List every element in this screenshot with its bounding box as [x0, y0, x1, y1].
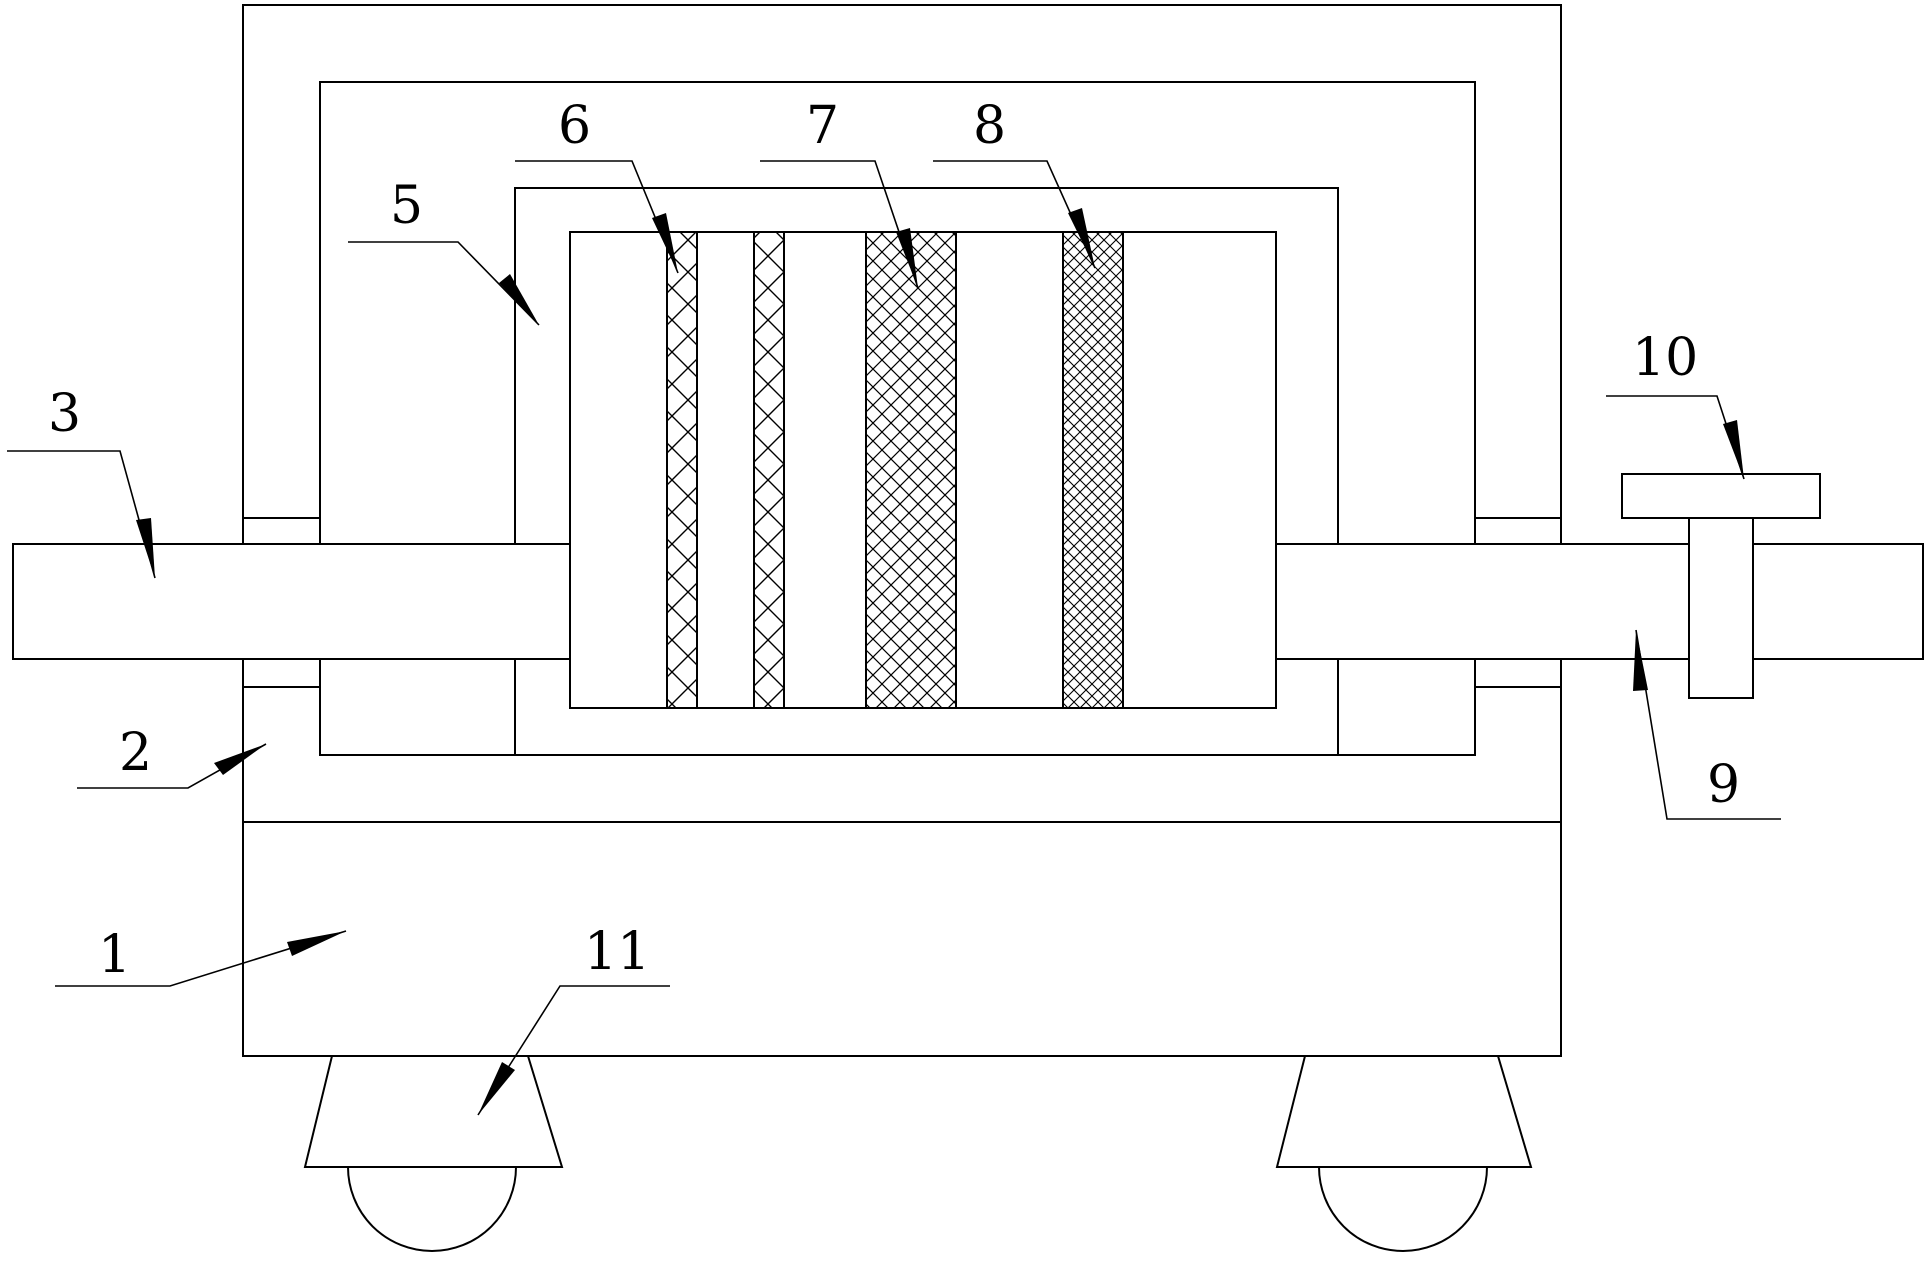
inlet-flange-lower	[242, 658, 321, 688]
inlet-flange-upper	[242, 517, 321, 545]
arrow-head-9	[1633, 630, 1648, 691]
arrow-head-6	[652, 213, 678, 273]
callout-label-2: 2	[119, 723, 152, 783]
arrow-head-10	[1723, 420, 1744, 479]
medium-filter-layer	[865, 231, 957, 709]
callout-label-1: 1	[98, 925, 131, 985]
arrow-head-5	[499, 274, 539, 325]
callout-label-10: 10	[1632, 328, 1698, 388]
fine-filter-layer	[1062, 231, 1124, 709]
coarse-filter-layer-b	[753, 231, 785, 709]
arrow-head-1	[287, 931, 346, 956]
callout-label-3: 3	[48, 384, 81, 444]
caster-wheel-right	[1317, 1166, 1489, 1252]
inlet-pipe	[12, 543, 571, 660]
caster-wheel-left	[346, 1166, 518, 1252]
coarse-filter-layer-a	[666, 231, 698, 709]
callout-label-5: 5	[390, 176, 423, 236]
callout-label-11: 11	[584, 922, 650, 982]
outlet-flange-upper	[1474, 517, 1562, 545]
arrow-head-2	[214, 744, 266, 775]
arrow-head-7	[896, 228, 918, 288]
leader-line-2	[77, 743, 267, 789]
callout-label-7: 7	[806, 96, 839, 156]
arrow-head-11	[478, 1062, 515, 1115]
base-cabinet	[242, 821, 1562, 1057]
valve-stem	[1688, 517, 1754, 699]
caster-mount-right	[1275, 1055, 1533, 1168]
leader-line-10	[1606, 395, 1745, 480]
arrow-head-3	[136, 518, 155, 578]
callout-label-6: 6	[558, 96, 591, 156]
arrow-head-8	[1068, 208, 1095, 268]
outlet-pipe	[1275, 543, 1924, 660]
leader-line-5	[348, 241, 540, 326]
leader-line-9	[1635, 629, 1781, 820]
outlet-flange-lower	[1474, 658, 1562, 688]
callout-label-8: 8	[973, 96, 1006, 156]
valve-handle	[1621, 473, 1821, 519]
caster-mount-left	[303, 1055, 564, 1168]
leader-line-1	[55, 930, 347, 987]
callout-label-9: 9	[1707, 755, 1740, 815]
